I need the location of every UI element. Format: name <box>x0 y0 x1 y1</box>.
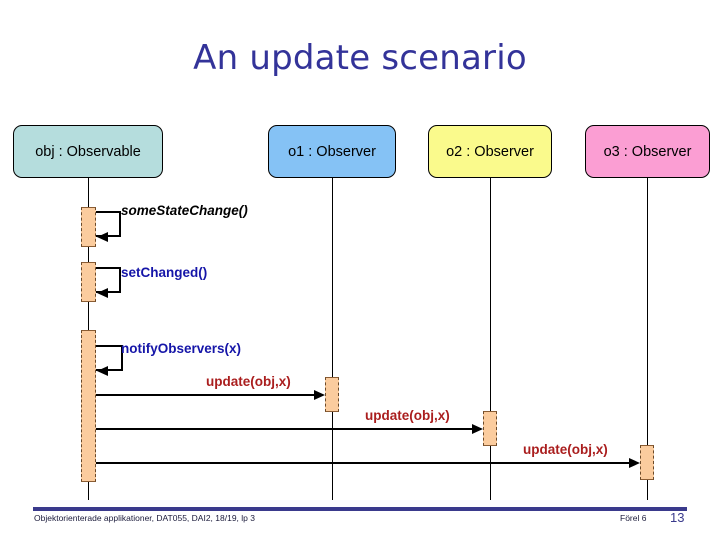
arrow-head-update-o1 <box>314 390 325 400</box>
message-label-some-state-change: someStateChange() <box>121 203 248 218</box>
lifeline-label-obj: obj : Observable <box>35 143 141 160</box>
lifeline-box-obj[interactable]: obj : Observable <box>13 125 163 178</box>
activation-bar-o3 <box>640 445 654 480</box>
activation-bar-o2 <box>483 411 497 446</box>
lifeline-label-o3: o3 : Observer <box>603 143 692 160</box>
lifeline-stem-o1 <box>332 178 333 500</box>
sequence-diagram: obj : Observable o1 : Observer o2 : Obse… <box>13 125 710 500</box>
message-label-update-o2: update(obj,x) <box>365 408 450 423</box>
activation-bar-o1 <box>325 377 339 412</box>
activation-bar-obj-2 <box>81 262 96 302</box>
message-label-notify-observers: notifyObservers(x) <box>121 341 242 356</box>
lifeline-box-o3[interactable]: o3 : Observer <box>585 125 710 178</box>
lifeline-stem-o3 <box>647 178 648 500</box>
arrow-head-update-o3 <box>629 458 640 468</box>
message-label-set-changed: setChanged() <box>121 265 208 280</box>
arrow-head-update-o2 <box>472 424 483 434</box>
lifeline-box-o1[interactable]: o1 : Observer <box>268 125 396 178</box>
footer-course-text: Objektorienterade applikationer, DAT055,… <box>34 513 255 523</box>
message-label-update-o3: update(obj,x) <box>523 442 608 457</box>
message-line-update-o1 <box>96 394 315 396</box>
self-call-bracket-notify-observers <box>96 345 123 371</box>
footer-page-number: 13 <box>670 510 685 525</box>
message-label-update-o1: update(obj,x) <box>206 374 291 389</box>
self-call-bracket-set-changed <box>96 267 121 293</box>
lifeline-stem-o2 <box>490 178 491 500</box>
footer-divider <box>33 507 687 511</box>
message-line-update-o2 <box>96 428 473 430</box>
activation-bar-obj-3 <box>81 330 96 482</box>
lifeline-box-o2[interactable]: o2 : Observer <box>428 125 552 178</box>
self-call-bracket-some-state-change <box>96 211 121 237</box>
page-title: An update scenario <box>193 38 527 78</box>
arrow-head-some-state-change <box>97 232 108 242</box>
activation-bar-obj-1 <box>81 207 96 247</box>
message-line-update-o3 <box>96 462 630 464</box>
footer-lecture-text: Förel 6 <box>620 513 647 523</box>
arrow-head-notify-observers <box>97 366 108 376</box>
lifeline-label-o2: o2 : Observer <box>446 143 534 160</box>
arrow-head-set-changed <box>97 288 108 298</box>
lifeline-label-o1: o1 : Observer <box>288 143 376 160</box>
